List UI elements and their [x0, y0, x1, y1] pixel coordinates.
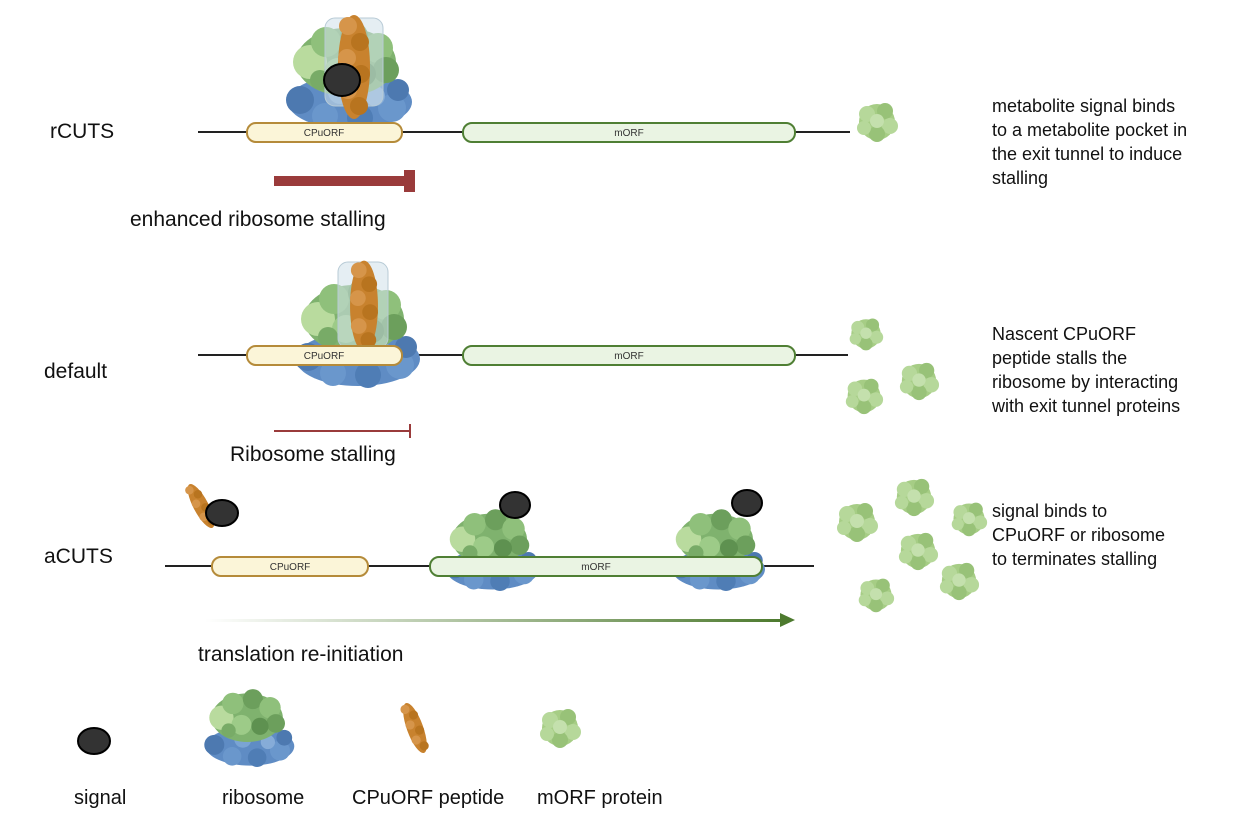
- morf-protein-icon: [951, 502, 988, 537]
- ribosome-icon: [444, 509, 539, 591]
- morf-protein-icon: [899, 362, 940, 401]
- morf-label: mORF: [614, 128, 643, 139]
- morf-protein-icon: [858, 578, 895, 613]
- morf-box: [462, 122, 796, 143]
- cpuorf-box: [211, 556, 369, 577]
- row-caption: Ribosome stalling: [230, 443, 396, 466]
- signal-icon: [499, 491, 531, 519]
- signal-icon: [323, 63, 361, 97]
- legend-peptide: CPuORF peptide: [352, 787, 504, 809]
- signal-icon: [77, 727, 111, 755]
- cpuorf-peptide-icon: [350, 260, 378, 352]
- cpuorf-box: [246, 345, 403, 366]
- legend-signal: signal: [74, 787, 126, 809]
- legend-protein: mORF protein: [537, 787, 663, 809]
- row-default: default CPuORF mORF Ribosome stalling Na…: [44, 260, 1183, 466]
- description: Nascent CPuORF peptide stalls the riboso…: [991, 324, 1183, 416]
- stall-bar-end: [404, 170, 415, 192]
- cpuorf-box: [246, 122, 403, 143]
- row-label-rcuts: rCUTS: [50, 120, 114, 143]
- row-caption: enhanced ribosome stalling: [130, 208, 386, 231]
- morf-protein-icon: [849, 318, 884, 351]
- cpuorf-label: CPuORF: [270, 562, 311, 573]
- morf-protein-icon: [898, 532, 939, 571]
- morf-protein-icon: [857, 103, 898, 142]
- cpuorf-label: CPuORF: [304, 351, 345, 362]
- row-caption: translation re-initiation: [198, 643, 403, 666]
- reinitiation-arrow: [205, 619, 781, 622]
- signal-icon: [731, 489, 763, 517]
- row-acuts: aCUTS CPuORF mORF translation re-initiat…: [44, 478, 1170, 666]
- cpuorf-label: CPuORF: [304, 128, 345, 139]
- morf-label: mORF: [581, 562, 610, 573]
- morf-protein-icon: [540, 709, 581, 748]
- ribosome-icon: [670, 509, 765, 591]
- legend: signal ribosome CPuORF peptide mORF prot…: [74, 689, 663, 809]
- morf-label: mORF: [614, 351, 643, 362]
- morf-protein-icon: [845, 378, 884, 415]
- arrow-head-icon: [780, 613, 795, 627]
- morf-box: [462, 345, 796, 366]
- morf-protein-icon: [939, 562, 980, 601]
- row-label-acuts: aCUTS: [44, 545, 113, 568]
- description: signal binds to CPuORF or ribosome to te…: [992, 501, 1170, 569]
- legend-ribosome: ribosome: [222, 787, 304, 809]
- ribosome-icon: [204, 689, 295, 767]
- cpuorf-peptide-icon: [398, 700, 432, 756]
- stall-bar: [274, 176, 406, 186]
- row-rcuts: rCUTS CPuORF mORF enhanced ribosome stal…: [50, 15, 1192, 231]
- description: metabolite signal binds to a metabolite …: [992, 96, 1192, 188]
- signal-icon: [205, 499, 239, 527]
- morf-box: [429, 556, 763, 577]
- morf-protein-icon: [837, 503, 878, 542]
- row-label-default: default: [44, 360, 107, 383]
- morf-protein-icon: [894, 478, 935, 517]
